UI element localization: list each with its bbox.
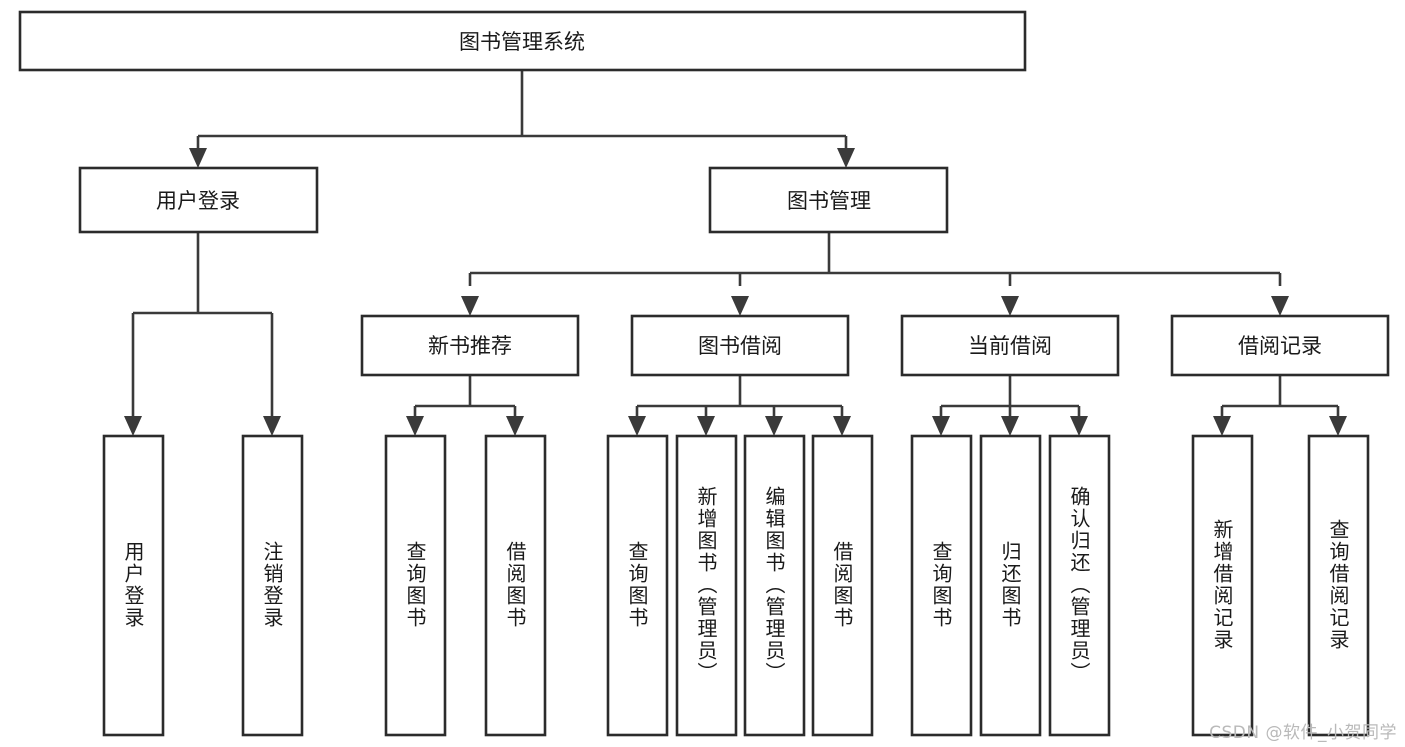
leaf-borrow-record-2[interactable]: 查询借阅记录 <box>1307 434 1370 737</box>
arrow-nb-leaf-2 <box>506 416 524 436</box>
node-label-borrow-record: 借阅记录 <box>1238 334 1322 358</box>
leaf-label-br-query-record: 查询借阅记录 <box>1326 519 1350 651</box>
node-book-management-system[interactable]: 图书管理系统 <box>18 10 1027 72</box>
node-new-book-recommend[interactable]: 新书推荐 <box>360 314 580 377</box>
arrow-nb-leaf-1 <box>406 416 424 436</box>
leaf-label-bb-add-book: 新增图书（管理员） <box>694 486 718 684</box>
arrow-to-user-login <box>189 148 207 168</box>
arrow-to-borrow-record <box>1271 296 1289 316</box>
arrow-bb-leaf-4 <box>833 416 851 436</box>
arrow-cb-leaf-3 <box>1070 416 1088 436</box>
leaf-label-nb-query-book: 查询图书 <box>403 541 427 629</box>
arrow-cb-leaf-2 <box>1001 416 1019 436</box>
arrow-to-leaf-logout <box>263 416 281 436</box>
leaf-label-user-login: 用户登录 <box>121 541 145 629</box>
leaf-book-borrow-3[interactable]: 编辑图书（管理员） <box>743 434 806 737</box>
leaf-new-book-1[interactable]: 查询图书 <box>384 434 447 737</box>
arrow-bb-leaf-1 <box>628 416 646 436</box>
node-label-user-login: 用户登录 <box>156 189 240 213</box>
node-current-borrow[interactable]: 当前借阅 <box>900 314 1120 377</box>
leaf-user-login-1[interactable]: 用户登录 <box>102 434 165 737</box>
arrow-bb-leaf-3 <box>765 416 783 436</box>
node-book-borrow[interactable]: 图书借阅 <box>630 314 850 377</box>
node-label-root: 图书管理系统 <box>459 30 585 54</box>
node-label-new-book-recommend: 新书推荐 <box>428 334 512 358</box>
connectors-new-book-to-leaves <box>406 375 524 436</box>
leaf-new-book-2[interactable]: 借阅图书 <box>484 434 547 737</box>
leaf-user-login-2[interactable]: 注销登录 <box>241 434 304 737</box>
csdn-watermark: CSDN @软件_小贺同学 <box>1209 723 1397 743</box>
leaf-label-bb-borrow-book: 借阅图书 <box>830 541 854 629</box>
node-user-login[interactable]: 用户登录 <box>78 166 319 234</box>
leaf-book-borrow-4[interactable]: 借阅图书 <box>811 434 874 737</box>
connectors-current-borrow-to-leaves <box>932 375 1088 436</box>
leaf-current-borrow-1[interactable]: 查询图书 <box>910 434 973 737</box>
leaf-label-bb-query-book: 查询图书 <box>625 541 649 629</box>
arrow-bb-leaf-2 <box>697 416 715 436</box>
arrow-to-leaf-user-login <box>124 416 142 436</box>
leaf-label-cb-confirm-return: 确认归还（管理员） <box>1067 486 1091 684</box>
arrow-cb-leaf-1 <box>932 416 950 436</box>
connectors-root-to-level2 <box>189 70 855 168</box>
leaf-label-cb-query-book: 查询图书 <box>929 541 953 629</box>
connectors-borrow-record-to-leaves <box>1213 375 1347 436</box>
arrow-to-new-book <box>461 296 479 316</box>
arrow-to-book-borrow <box>731 296 749 316</box>
node-borrow-record[interactable]: 借阅记录 <box>1170 314 1390 377</box>
node-label-book-borrow: 图书借阅 <box>698 334 782 358</box>
leaf-borrow-record-1[interactable]: 新增借阅记录 <box>1191 434 1254 737</box>
leaf-current-borrow-3[interactable]: 确认归还（管理员） <box>1048 434 1111 737</box>
leaf-label-cb-return-book: 归还图书 <box>998 541 1022 629</box>
leaf-label-br-add-record: 新增借阅记录 <box>1210 519 1234 651</box>
leaf-book-borrow-2[interactable]: 新增图书（管理员） <box>675 434 738 737</box>
arrow-br-leaf-1 <box>1213 416 1231 436</box>
node-label-book-management: 图书管理 <box>787 189 871 213</box>
leaf-label-logout: 注销登录 <box>260 541 284 629</box>
leaf-book-borrow-1[interactable]: 查询图书 <box>606 434 669 737</box>
leaf-label-nb-borrow-book: 借阅图书 <box>503 541 527 629</box>
arrow-br-leaf-2 <box>1329 416 1347 436</box>
leaf-current-borrow-2[interactable]: 归还图书 <box>979 434 1042 737</box>
leaf-label-bb-edit-book: 编辑图书（管理员） <box>762 486 786 684</box>
connectors-user-login-to-leaves <box>124 232 281 436</box>
arrow-to-book-manage <box>837 148 855 168</box>
connectors-book-manage-to-level3 <box>461 232 1289 316</box>
node-label-current-borrow: 当前借阅 <box>968 334 1052 358</box>
arrow-to-current-borrow <box>1001 296 1019 316</box>
node-book-management[interactable]: 图书管理 <box>708 166 949 234</box>
connectors-book-borrow-to-leaves <box>628 375 851 436</box>
